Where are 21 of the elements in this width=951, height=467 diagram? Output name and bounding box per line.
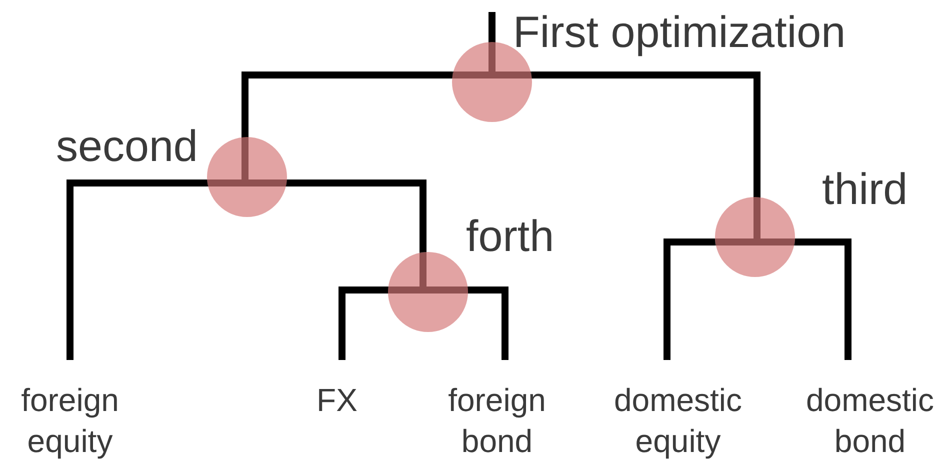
tree-branch [338,286,388,360]
tree-branch [468,286,508,360]
leaf-label: domestic equity [593,360,763,462]
node-caption: second [56,122,198,172]
tree-branch [488,12,496,42]
node-caption: First optimization [513,8,846,58]
junction-circle [715,197,795,277]
junction-circle [388,252,468,332]
tree-branch [531,72,760,198]
leaf-label: foreign equity [0,360,145,462]
tree-branch [794,238,852,360]
tree-branch [286,180,426,252]
node-caption: forth [466,212,554,262]
junction-circle [207,137,287,217]
leaf-label: foreign bond [422,360,572,462]
tree-branch [664,238,716,360]
tree-branch [66,180,208,360]
node-caption: third [822,165,908,215]
tree-branch [242,72,453,138]
leaf-label: FX [297,360,377,421]
leaf-label: domestic bond [790,360,950,462]
